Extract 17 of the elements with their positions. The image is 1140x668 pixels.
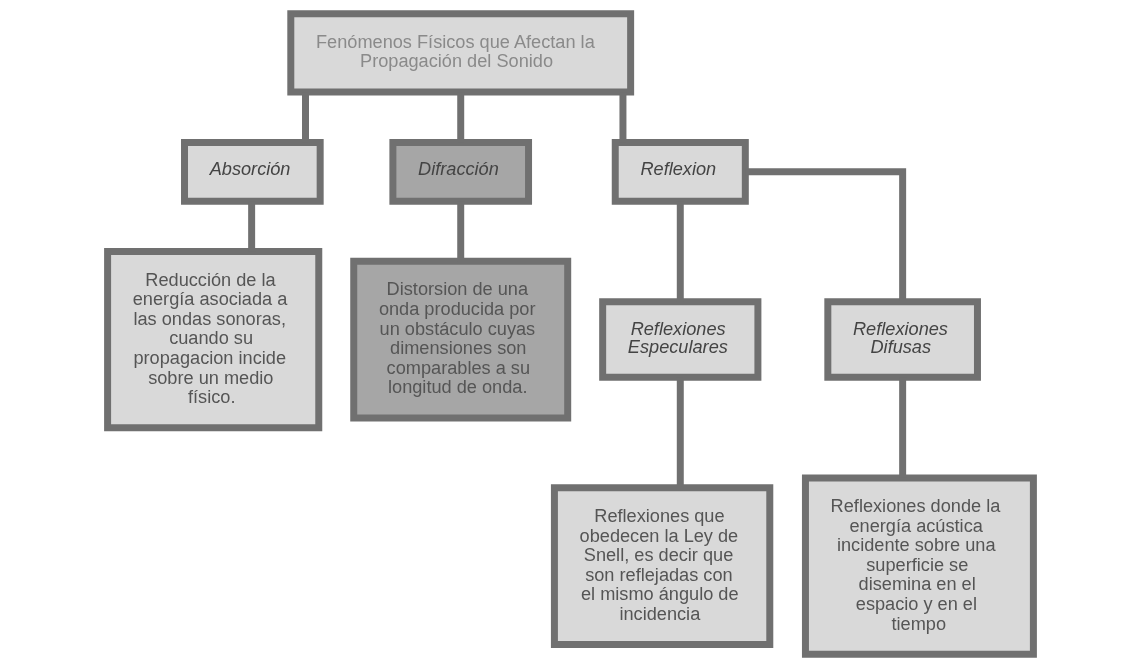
node-box: Reflexiones que obedecen la Ley de Snell, es decir que son reflejadas con el mismo ángulo de incidencia bbox=[550, 484, 773, 648]
connector bbox=[301, 92, 309, 143]
connector bbox=[618, 92, 626, 143]
connector bbox=[745, 168, 906, 302]
node-box: Reflexiones Difusas bbox=[823, 298, 981, 381]
node-box: Absorción bbox=[180, 138, 324, 205]
connector bbox=[676, 201, 684, 302]
node-box: Reducción de la energía asociada a las ondas sonoras, cuando su propagacion incide sobre un medio físico. bbox=[103, 248, 322, 432]
node-box: Reflexion bbox=[611, 138, 749, 205]
connector bbox=[676, 377, 684, 488]
node-box: Distorsion de una onda producida por un obstáculo cuyas dimensiones son comparables a su longitud de onda. bbox=[349, 257, 571, 422]
node-box: Reflexiones Especulares bbox=[598, 298, 761, 381]
connector bbox=[456, 92, 464, 143]
node-box: Reflexiones donde la energía acústica incidente sobre una superficie se disemina en el espacio y en el tiempo bbox=[801, 474, 1037, 658]
node-box: Fenómenos Físicos que Afectan la Propagación del Sonido bbox=[286, 10, 634, 96]
node-box: Difracción bbox=[388, 138, 532, 205]
connector bbox=[898, 377, 906, 478]
